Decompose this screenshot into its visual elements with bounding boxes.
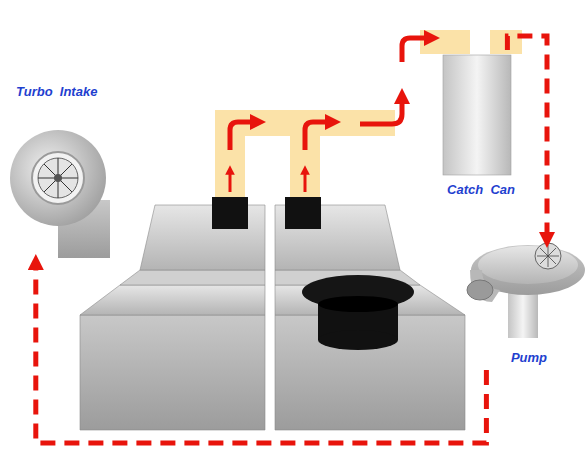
pump (540, 248, 556, 264)
turbo (54, 174, 62, 182)
engine-block (80, 205, 465, 430)
valve-covers (212, 197, 321, 229)
engine-block (120, 270, 265, 285)
flow-arrows (229, 170, 232, 192)
pump (467, 243, 585, 338)
pump (478, 246, 578, 284)
pump (535, 243, 561, 269)
engine-block (80, 285, 265, 315)
flow-arrows (230, 122, 258, 150)
turbo-intake: Turbo Intake (8, 82, 124, 262)
flow-arrows (304, 170, 307, 192)
pump (537, 245, 559, 267)
turbo (32, 152, 84, 204)
flow-connector (36, 262, 487, 443)
flow-arrows (305, 122, 333, 150)
throttle-body (318, 296, 398, 312)
part-label: Pump (511, 350, 547, 365)
pump (467, 280, 493, 300)
intake-pipes (215, 30, 522, 198)
turbo (10, 130, 110, 258)
pump (508, 290, 538, 338)
catch-can (443, 55, 511, 175)
catch-can: Catch Can (437, 50, 525, 200)
pump (540, 248, 556, 264)
flow-arrows (402, 38, 432, 62)
catch-can (443, 55, 511, 175)
throttle-body (318, 330, 398, 350)
engine-block (275, 315, 465, 430)
turbo (44, 164, 72, 192)
valve-covers (212, 197, 248, 229)
turbo (10, 130, 106, 226)
valve-covers (285, 197, 321, 229)
flow-arrows (230, 38, 432, 192)
flow-arrows (360, 96, 402, 124)
turbo (38, 158, 78, 198)
throttle-body (302, 275, 414, 350)
flow-connector (507, 36, 547, 240)
intake-pipes (420, 30, 470, 54)
part-label: Turbo Intake (16, 84, 97, 99)
engine-block (80, 315, 265, 430)
turbo (38, 158, 78, 198)
turbo (44, 164, 72, 192)
part-label: Catch Can (447, 182, 515, 197)
pump: Pump (462, 240, 584, 370)
